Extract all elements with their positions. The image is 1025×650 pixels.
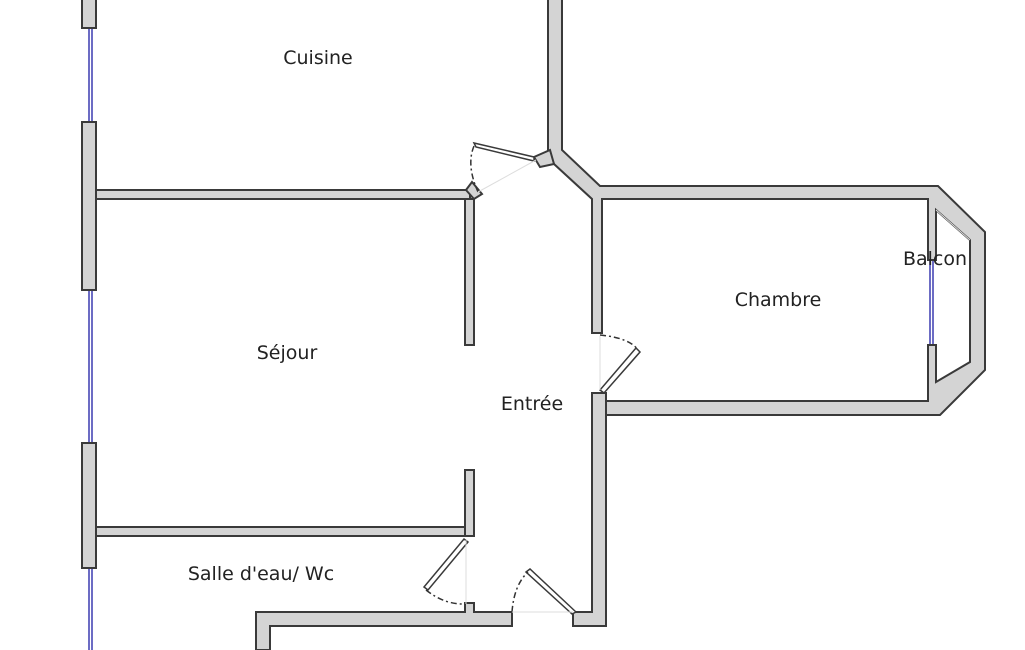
windows xyxy=(88,28,934,650)
room-label-bedroom: Chambre xyxy=(734,289,822,311)
room-label-bathroom: Salle d'eau/ Wc xyxy=(187,563,335,585)
room-label-balcony: Balcon xyxy=(902,248,968,270)
room-label-entrance: Entrée xyxy=(500,393,564,415)
walls xyxy=(81,0,986,650)
doors xyxy=(422,141,642,615)
room-label-kitchen: Cuisine xyxy=(283,47,353,69)
room-label-living: Séjour xyxy=(256,342,318,364)
balcony-outline xyxy=(935,209,971,241)
